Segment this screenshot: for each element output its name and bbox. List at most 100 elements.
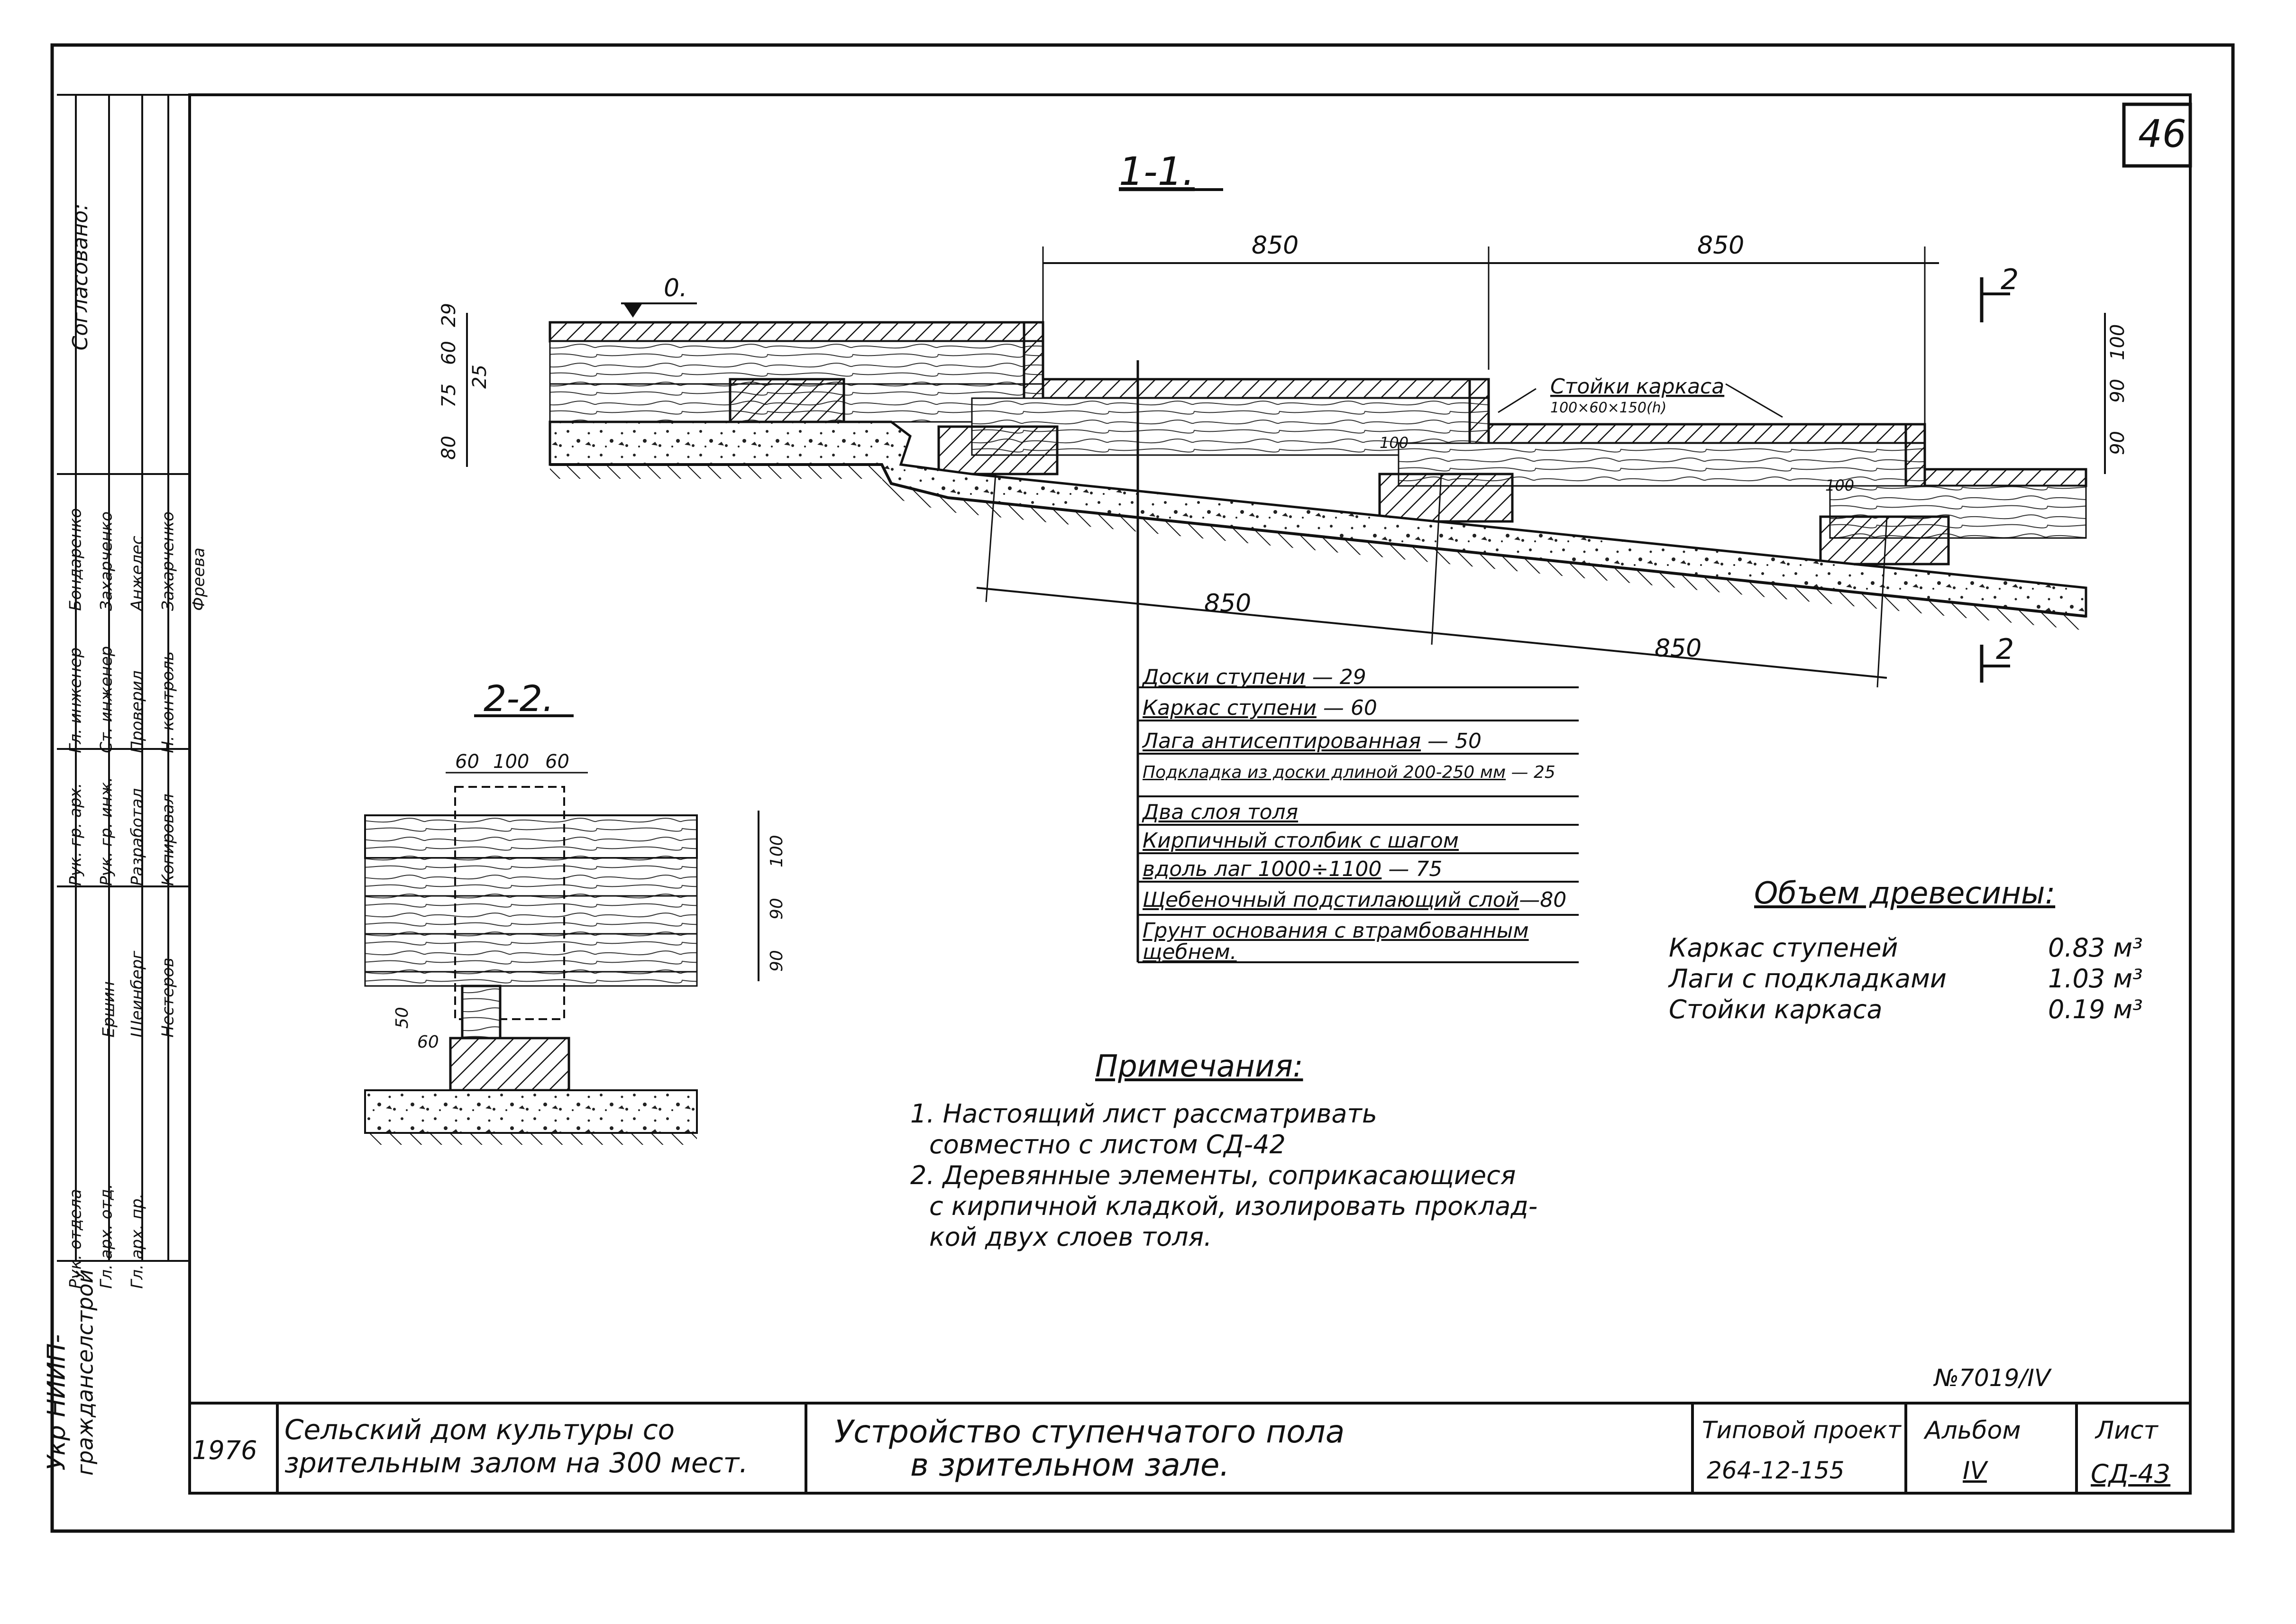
layer-8-value: —80: [1519, 888, 1567, 912]
side-stamp-lines: [57, 94, 190, 1262]
step-4-boards: [1923, 468, 2087, 487]
notes-line-2: совместно с листом СД-42: [929, 1130, 1286, 1159]
side-name-7: Захарченко: [158, 511, 178, 611]
notes-line-1: 1. Настоящий лист рассматривать: [910, 1099, 1377, 1129]
dim-ext-b1: [985, 474, 997, 602]
sec2-board-2: [364, 857, 698, 897]
layer-2-text: Каркас ступени — 60: [1143, 696, 1377, 720]
sec2-joist: [461, 985, 502, 1040]
side-name-1: Ершин: [99, 981, 119, 1038]
side-stamp-org-2: гражданселстрой: [72, 1269, 98, 1476]
side-role-2: Гл. арх. отд.: [97, 1184, 116, 1289]
notes-line-4: с кирпичной кладкой, изолировать проклад…: [929, 1191, 1538, 1221]
dim-left-29: 29: [438, 303, 460, 327]
dim-left-25: 25: [469, 365, 491, 389]
level-mark-triangle: [623, 303, 642, 318]
step-3-riser-board: [1904, 423, 1926, 497]
sec2-dim-right-90a: 90: [767, 898, 787, 920]
side-name-6: Анжелес: [128, 536, 147, 611]
sec2-crushed-stone: [364, 1089, 698, 1134]
sheet-number: 46: [2138, 112, 2186, 156]
notes-title: Примечания:: [1095, 1049, 1303, 1084]
sec2-brick-pier: [449, 1037, 570, 1092]
side-role-10: Н. контроль: [158, 651, 178, 753]
layer-3-text: Лага антисептированная — 50: [1143, 729, 1482, 753]
side-role-3: Гл. арх. пр.: [128, 1193, 147, 1289]
step-2-boards: [1042, 378, 1490, 400]
layer-9-text: Грунт основания с втрамбованным: [1143, 919, 1529, 943]
sheet-number-box: [2122, 102, 2192, 168]
title-drawing-line-2: в зрительном зале.: [910, 1447, 1230, 1483]
layer-1-value: — 29: [1312, 665, 1366, 689]
dim-ext-b3: [1876, 516, 1888, 688]
soil-base-hatch: [550, 465, 2086, 630]
title-drawing-line-1: Устройство ступенчатого пола: [834, 1414, 1345, 1450]
side-name-2: Шеинберг: [128, 950, 147, 1038]
dim-ext-b2: [1431, 474, 1442, 645]
side-name-3: Нестеров: [158, 958, 178, 1038]
title-year: 1976: [192, 1435, 257, 1465]
dim-top-1: 850: [1252, 231, 1299, 260]
layer-1-text: Доски ступени — 29: [1143, 665, 1366, 689]
dim-left-80: 80: [438, 436, 460, 460]
layer-3-value: — 50: [1427, 729, 1482, 753]
side-name-5: Захарченко: [97, 511, 116, 611]
sec2-board-5: [364, 971, 698, 987]
side-role-11: Копировал: [158, 794, 178, 886]
side-role-4: Рук. гр. арх.: [66, 783, 85, 886]
archive-number: №7019/IV: [1934, 1364, 2051, 1392]
title-project-label: Типовой проект: [1702, 1416, 1901, 1444]
dim-right-90a: 90: [2107, 379, 2129, 403]
timber-row-2-value: 1.03 м³: [2048, 964, 2143, 994]
title-object-line-2: зрительным залом на 300 мест.: [284, 1447, 748, 1479]
side-stamp-org-1: Укр НИИП-: [42, 1334, 71, 1471]
side-role-6: Разработал: [128, 788, 147, 886]
dim-bottom-2: 850: [1655, 634, 1701, 663]
sec2-dim-60-left: 60: [455, 751, 479, 773]
side-role-9: Проверил: [128, 670, 147, 753]
layer-5-text: Два слоя толя: [1143, 800, 1299, 824]
side-role-1: Рук. отдела: [66, 1189, 85, 1289]
sec2-soil: [365, 1133, 697, 1145]
side-role-7: Гл. инженер: [66, 647, 85, 753]
level-mark: 0.: [664, 274, 687, 302]
step-1-timber: [549, 340, 1044, 385]
title-object-line-1: Сельский дом культуры со: [284, 1414, 675, 1446]
notes-line-3: 2. Деревянные элементы, соприкасающиеся: [910, 1160, 1516, 1190]
frame-posts-callout: Стойки каркаса: [1550, 374, 1724, 399]
side-role-5: Рук. гр. инж.: [97, 777, 116, 886]
side-name-4: Бондаренко: [66, 508, 85, 611]
layer-6-text: Кирпичный столбик с шагом: [1143, 829, 1459, 853]
dim-top-2: 850: [1697, 231, 1744, 260]
sec2-dim-left-50: 50: [393, 1007, 412, 1029]
dim-right-90b: 90: [2107, 431, 2129, 455]
step-3-boards: [1487, 423, 1926, 445]
dim-small-100-a: 100: [1380, 434, 1409, 452]
sec2-board-1: [364, 814, 698, 859]
brick-pier-1: [729, 378, 845, 428]
timber-row-1-label: Каркас ступеней: [1669, 933, 1898, 963]
layer-4-value: — 25: [1511, 763, 1555, 782]
brick-pier-3: [1378, 473, 1514, 523]
layer-7-value: — 75: [1388, 857, 1443, 881]
layer-4-text: Подкладка из доски длиной 200-250 мм — 2…: [1143, 763, 1555, 782]
sec2-dim-right-90b: 90: [767, 950, 787, 972]
section-mark-top: 2: [2001, 263, 2019, 296]
title-sheet-code: СД-43: [2091, 1459, 2171, 1489]
section-mark-bottom: 2: [1996, 633, 2014, 666]
title-block-lines: [190, 1402, 2190, 1493]
dim-small-100-b: 100: [1825, 476, 1854, 494]
side-stamp-agreed: Согласовано:: [68, 203, 92, 351]
title-album-label: Альбом: [1925, 1416, 2021, 1445]
title-album-no: IV: [1963, 1457, 1987, 1485]
layer-8-text: Щебеночный подстилающий слой—80: [1143, 888, 1567, 912]
frame-posts-size: 100×60×150(h): [1550, 400, 1666, 416]
timber-row-3-value: 0.19 м³: [2048, 994, 2143, 1024]
inner-frame: [188, 93, 2192, 1495]
timber-title: Объем древесины:: [1754, 876, 2056, 911]
title-sheet-label: Лист: [2095, 1416, 2158, 1445]
timber-row-3-label: Стойки каркаса: [1669, 994, 1883, 1024]
timber-row-1-value: 0.83 м³: [2048, 933, 2143, 963]
sheet-border: [50, 43, 2235, 1533]
